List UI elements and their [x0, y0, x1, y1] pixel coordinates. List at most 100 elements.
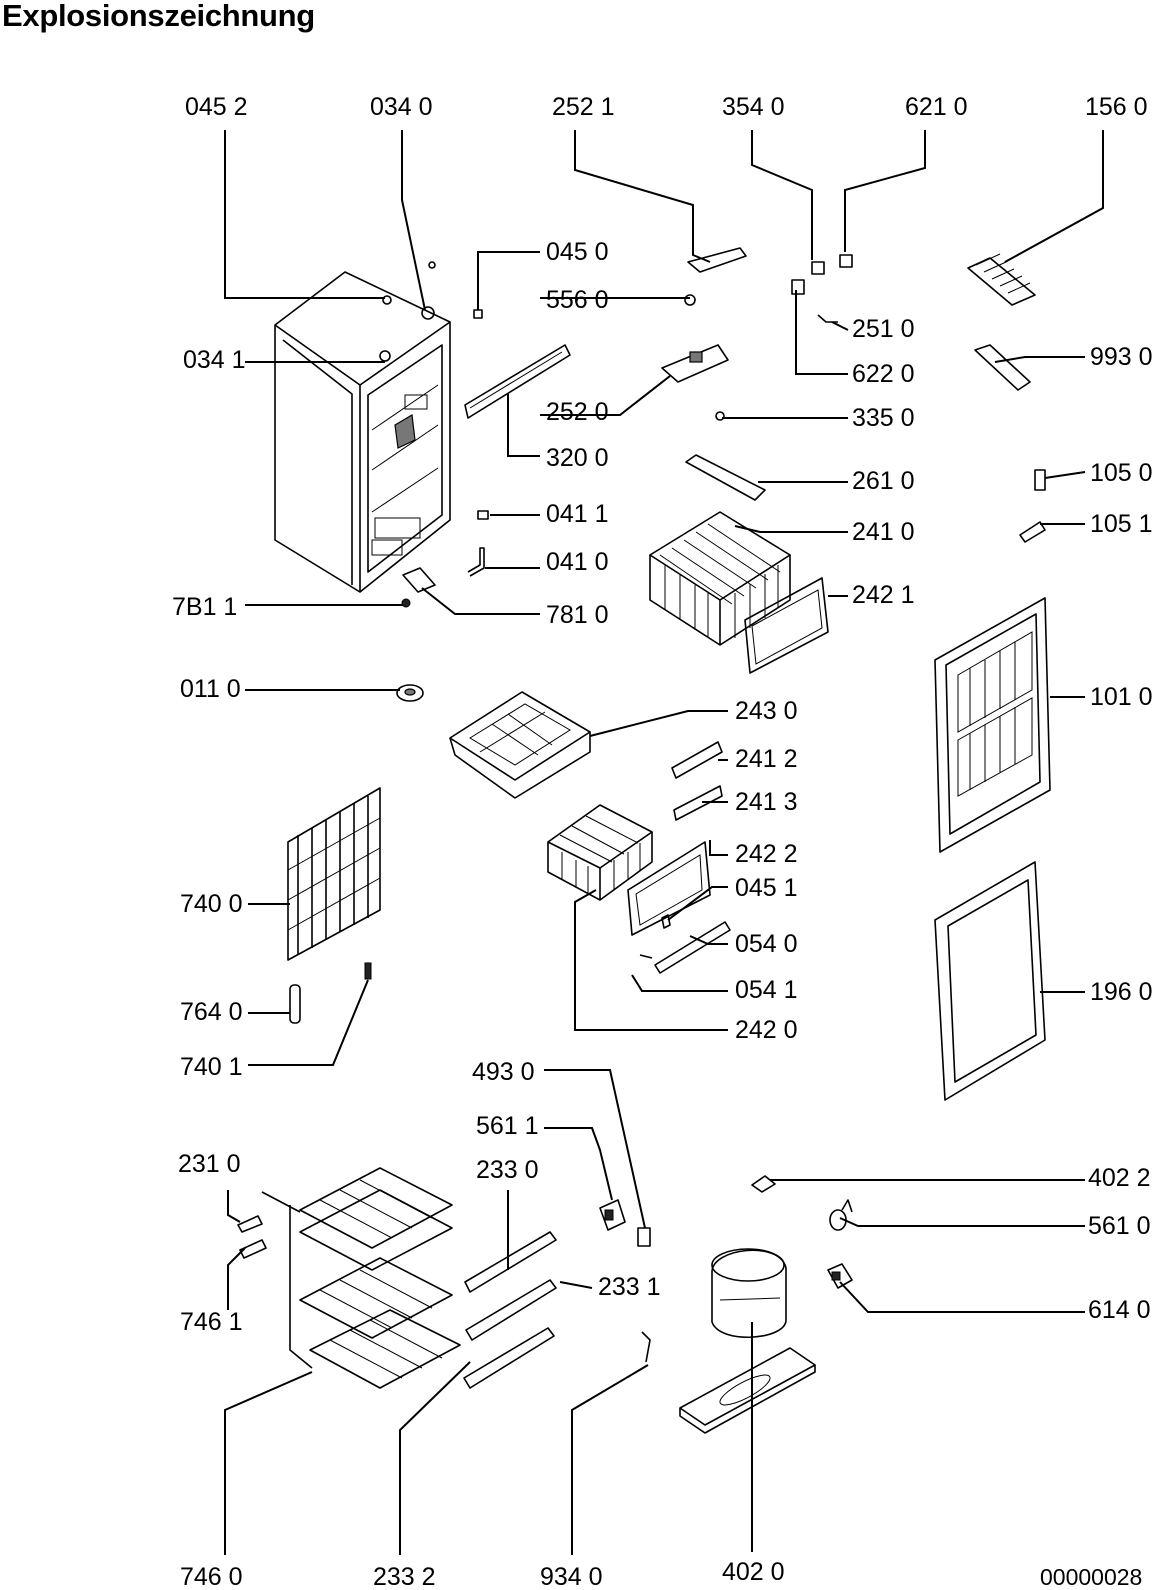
part-label-740-0: 740 0	[180, 890, 243, 918]
part-011-0	[396, 684, 424, 702]
part-label-493-0: 493 0	[472, 1058, 535, 1086]
part-054-0	[654, 921, 731, 974]
part-231-0	[237, 1215, 263, 1233]
part-label-045-2: 045 2	[185, 93, 248, 121]
part-241-0	[649, 511, 791, 646]
part-label-045-1: 045 1	[735, 874, 798, 902]
part-7b1-1	[401, 598, 411, 608]
part-261-0	[685, 454, 766, 501]
drawing-number: 00000028	[1040, 1564, 1142, 1590]
part-labels: 045 2 034 0 252 1 354 0 621 0 156 0 045 …	[172, 93, 1153, 1590]
part-241-3	[673, 785, 723, 821]
part-993-0	[974, 344, 1031, 391]
part-354-0	[811, 261, 825, 275]
part-label-781-0: 781 0	[546, 601, 609, 629]
part-label-105-1: 105 1	[1090, 510, 1153, 538]
part-label-622-0: 622 0	[852, 360, 915, 388]
part-156-0	[967, 253, 1036, 306]
part-label-252-1: 252 1	[552, 93, 615, 121]
part-045-2	[382, 295, 392, 305]
part-746-0	[261, 1167, 461, 1389]
part-label-242-0: 242 0	[735, 1016, 798, 1044]
part-041-1	[477, 510, 489, 520]
cabinet-housing	[274, 271, 451, 593]
part-label-934-0: 934 0	[540, 1563, 603, 1590]
part-label-101-0: 101 0	[1090, 683, 1153, 711]
part-label-335-0: 335 0	[852, 404, 915, 432]
part-label-011-0: 011 0	[180, 675, 241, 703]
part-label-241-3: 241 3	[735, 788, 798, 816]
part-561-0	[829, 1199, 853, 1231]
part-045-1	[661, 914, 671, 929]
part-320-0	[464, 344, 571, 419]
part-label-561-1: 561 1	[476, 1112, 539, 1140]
part-label-105-0: 105 0	[1090, 459, 1153, 487]
part-561-1	[599, 1199, 626, 1231]
part-label-233-0: 233 0	[476, 1156, 539, 1184]
part-label-746-1: 746 1	[180, 1308, 243, 1336]
page-title: Explosionszeichnung	[2, 0, 315, 33]
part-label-746-0: 746 0	[180, 1563, 243, 1590]
part-label-402-2: 402 2	[1088, 1164, 1151, 1192]
part-label-402-0: 402 0	[722, 1558, 785, 1586]
part-746-1	[239, 1239, 267, 1259]
part-label-242-2: 242 2	[735, 840, 798, 868]
part-781-0	[402, 567, 436, 593]
part-233-0	[464, 1231, 557, 1293]
part-556-0	[684, 294, 696, 306]
part-614-0	[827, 1263, 853, 1289]
part-243-0	[449, 691, 591, 799]
part-621-0	[839, 254, 853, 268]
part-041-0	[467, 547, 485, 577]
part-242-0	[547, 804, 653, 901]
part-label-242-1: 242 1	[852, 581, 915, 609]
part-045-0	[473, 309, 483, 319]
part-740-0	[287, 787, 381, 1024]
part-402-0	[679, 1248, 816, 1434]
part-034-0	[421, 306, 435, 320]
part-233-1	[465, 1279, 557, 1341]
part-105-0	[1034, 469, 1046, 491]
part-233-2	[463, 1327, 555, 1389]
part-label-764-0: 764 0	[180, 998, 243, 1026]
part-493-0	[637, 1227, 651, 1247]
part-label-041-1: 041 1	[546, 500, 609, 528]
part-054-1	[639, 954, 653, 959]
part-label-556-0: 556 0	[546, 286, 609, 314]
part-label-045-0: 045 0	[546, 238, 609, 266]
part-label-231-0: 231 0	[178, 1150, 241, 1178]
leader-lines	[224, 130, 1104, 1555]
part-241-2	[671, 741, 723, 779]
part-label-561-0: 561 0	[1088, 1212, 1151, 1240]
part-label-233-2: 233 2	[373, 1563, 436, 1590]
part-196-0	[934, 861, 1046, 1101]
part-105-1	[1019, 521, 1046, 543]
part-label-320-0: 320 0	[546, 444, 609, 472]
part-label-993-0: 993 0	[1090, 343, 1153, 371]
part-label-041-0: 041 0	[546, 548, 609, 576]
part-034-0-cap	[428, 261, 436, 269]
part-252-0	[661, 344, 729, 383]
part-034-1	[379, 350, 391, 362]
part-label-7b1-1: 7B1 1	[172, 593, 237, 621]
part-740-1	[364, 962, 372, 980]
part-label-251-0: 251 0	[852, 315, 915, 343]
part-label-034-1: 034 1	[183, 346, 246, 374]
part-934-0	[641, 1331, 651, 1363]
part-label-243-0: 243 0	[735, 697, 798, 725]
part-402-2	[751, 1175, 776, 1193]
part-label-156-0: 156 0	[1085, 93, 1148, 121]
part-label-241-2: 241 2	[735, 745, 798, 773]
part-label-252-0: 252 0	[546, 398, 609, 426]
part-label-054-0: 054 0	[735, 930, 798, 958]
part-label-614-0: 614 0	[1088, 1296, 1151, 1324]
part-label-621-0: 621 0	[905, 93, 968, 121]
part-335-0	[715, 411, 725, 421]
part-label-740-1: 740 1	[180, 1053, 243, 1081]
part-label-034-0: 034 0	[370, 93, 433, 121]
part-242-1	[744, 577, 829, 674]
part-242-2	[627, 841, 711, 936]
part-101-0	[934, 597, 1051, 853]
part-label-196-0: 196 0	[1090, 978, 1153, 1006]
